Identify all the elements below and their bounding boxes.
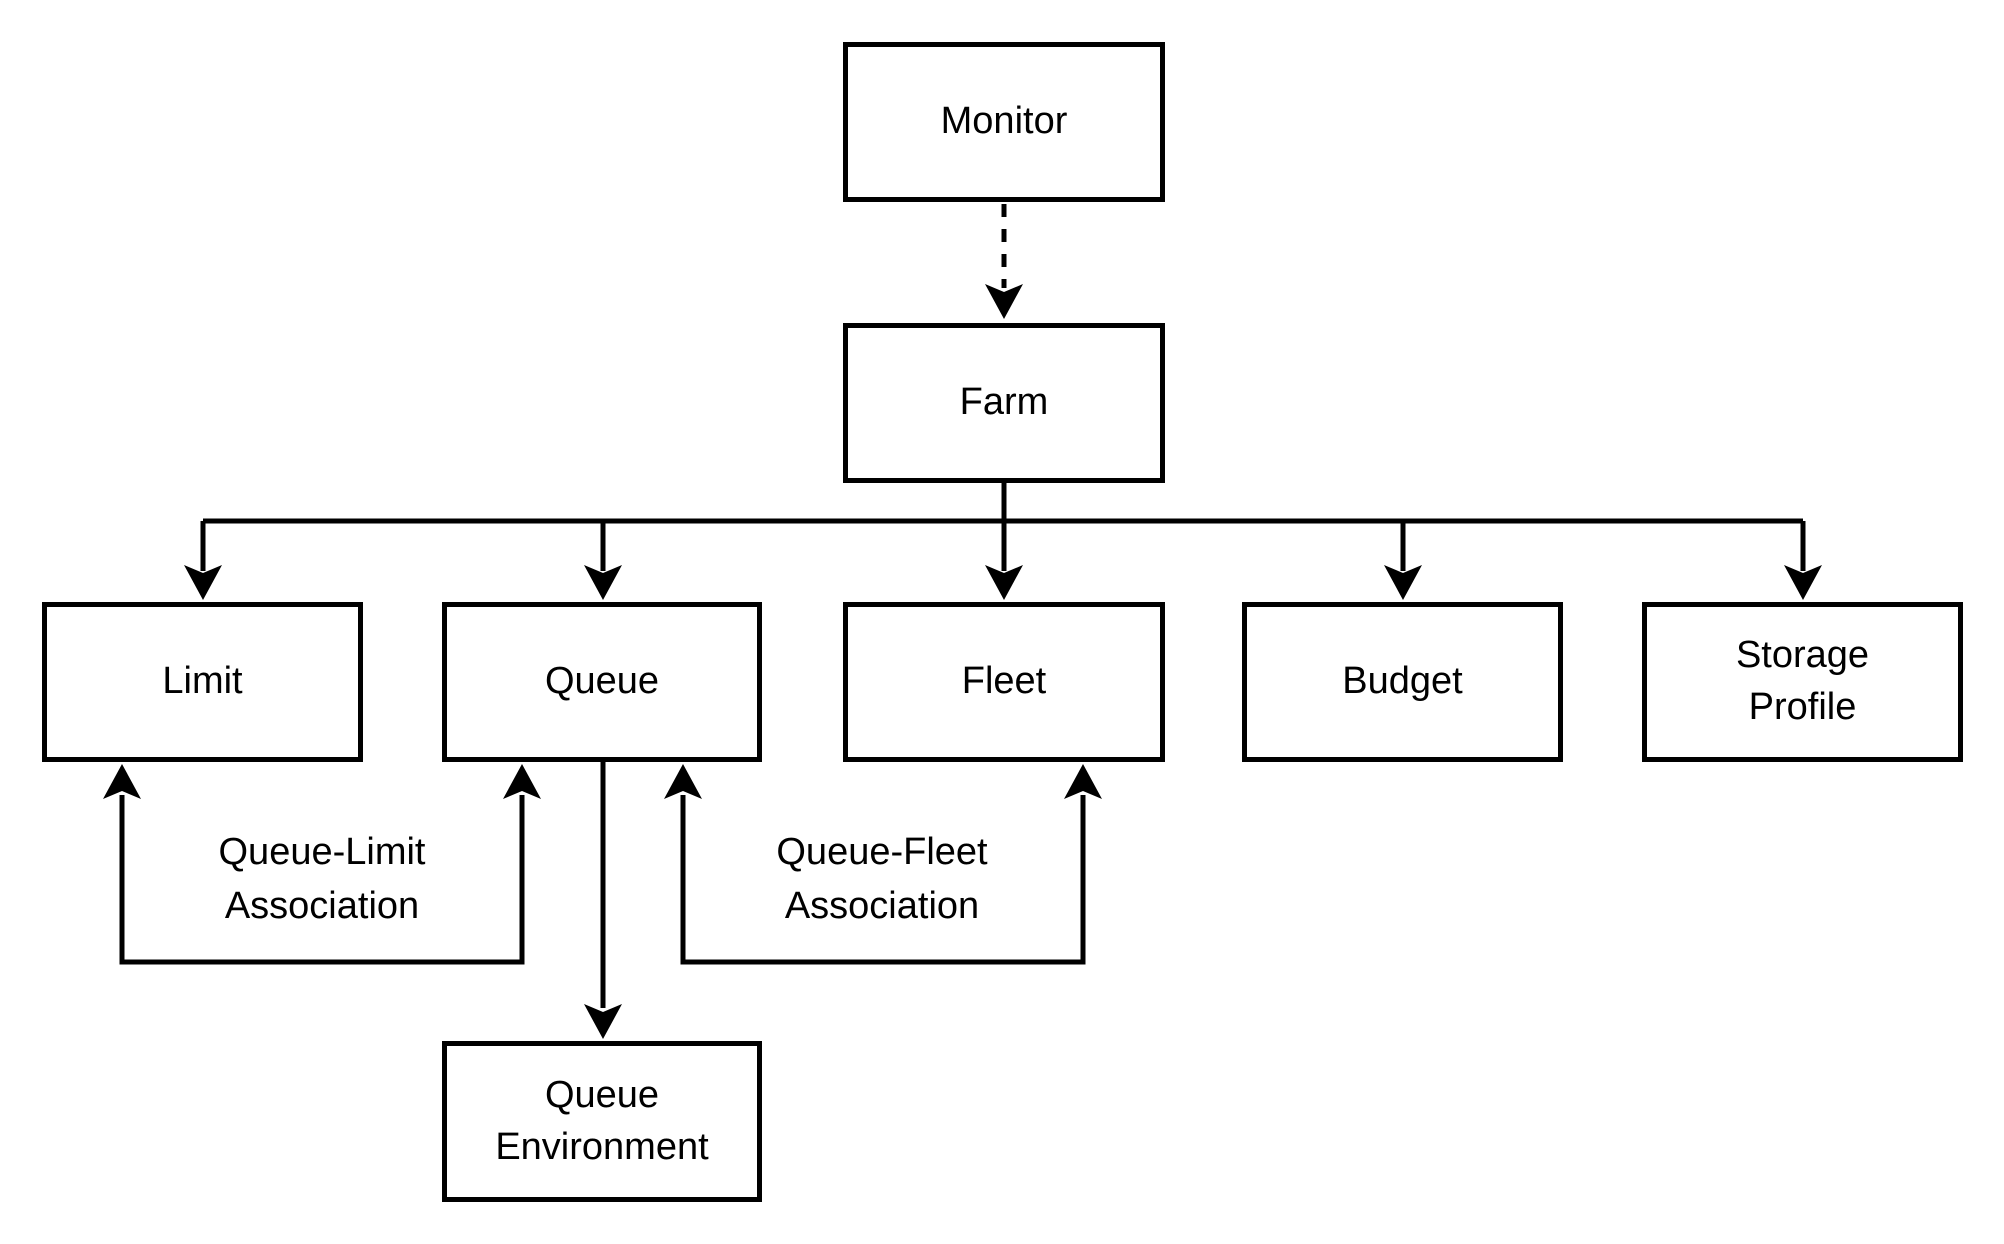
arrowhead-into-limit-bottom-icon [103, 764, 141, 799]
node-farm-label: Farm [959, 381, 1049, 424]
node-storage-profile-label: Storage Profile [1735, 634, 1870, 728]
arrowhead-into-farm-icon [985, 284, 1023, 319]
node-queue-environment-label: Queue Environment [495, 1073, 709, 1168]
node-queue: Queue [442, 602, 762, 762]
node-budget: Budget [1242, 602, 1563, 762]
node-fleet-label: Fleet [961, 660, 1047, 703]
arrowhead-into-fleet-icon [985, 565, 1023, 600]
edge-queue-limit-association-line [119, 795, 525, 965]
node-monitor: Monitor [843, 42, 1165, 202]
node-storage-profile: Storage Profile [1642, 602, 1963, 762]
edge-label-queue-limit-association: Queue-Limit Association [218, 831, 426, 927]
arrowhead-into-queue-bottom-right-icon [664, 764, 702, 799]
node-queue-environment: Queue Environment [442, 1041, 762, 1202]
node-budget-label: Budget [1342, 660, 1463, 703]
arrowhead-into-limit-icon [184, 565, 222, 600]
edge-label-queue-fleet-association: Queue-Fleet Association [776, 831, 988, 927]
arrowhead-into-queue-bottom-left-icon [503, 764, 541, 799]
arrowhead-into-queue-environment-icon [584, 1004, 622, 1039]
arrowhead-into-storage-profile-icon [1784, 565, 1822, 600]
arrowhead-into-budget-icon [1384, 565, 1422, 600]
node-fleet: Fleet [843, 602, 1165, 762]
arrowhead-into-queue-icon [584, 565, 622, 600]
node-limit-label: Limit [162, 660, 243, 703]
node-limit: Limit [42, 602, 363, 762]
edge-queue-fleet-association-line [680, 795, 1086, 965]
node-monitor-label: Monitor [940, 100, 1068, 143]
node-queue-label: Queue [544, 660, 660, 703]
arrowhead-into-fleet-bottom-icon [1064, 764, 1102, 799]
node-farm: Farm [843, 323, 1165, 483]
